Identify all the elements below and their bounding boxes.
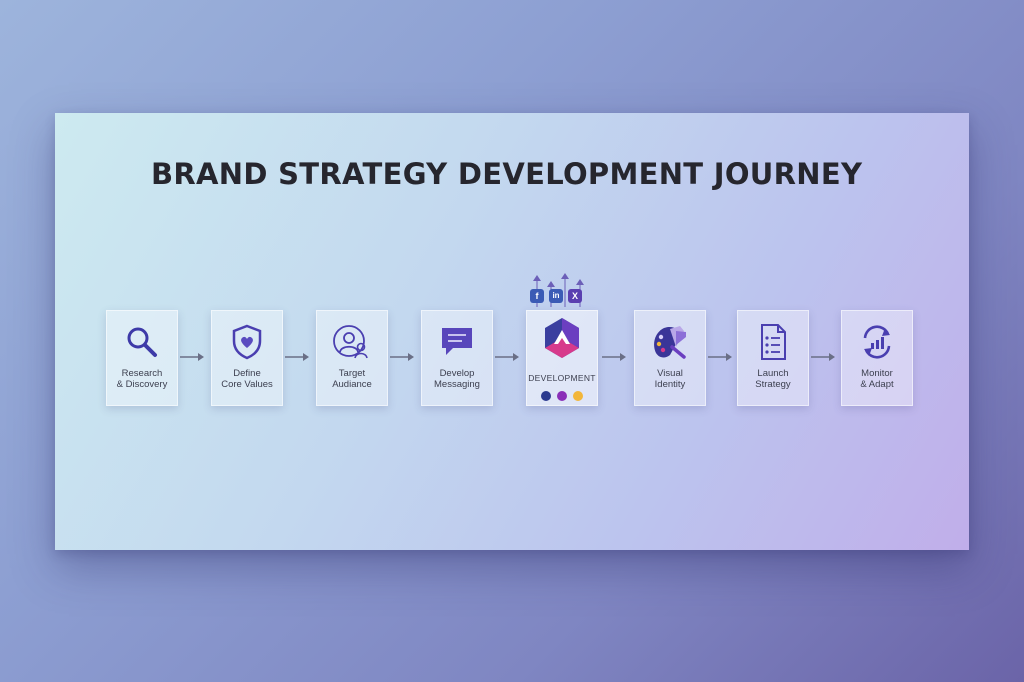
step-visual-identity: Visual Identity bbox=[634, 310, 706, 406]
step-label: Define Core Values bbox=[221, 368, 273, 390]
checklist-icon bbox=[738, 323, 808, 361]
step-launch-strategy: Launch Strategy bbox=[737, 310, 809, 406]
step-define-core-values: Define Core Values bbox=[211, 310, 283, 406]
arrow-right-icon bbox=[285, 353, 309, 361]
diagram-title: BRAND STRATEGY DEVELOPMENT JOURNEY bbox=[151, 157, 863, 191]
audience-icon bbox=[317, 323, 387, 361]
arrow-right-icon bbox=[180, 353, 204, 361]
step-label: Visual Identity bbox=[654, 368, 686, 390]
step-label: Develop Messaging bbox=[434, 368, 480, 390]
shield-heart-icon bbox=[212, 323, 282, 361]
arrow-right-icon bbox=[811, 353, 835, 361]
swatch-navy bbox=[541, 391, 551, 401]
facebook-icon: f bbox=[530, 289, 544, 303]
slide-canvas: BRAND STRATEGY DEVELOPMENT JOURNEY Resea… bbox=[55, 113, 969, 550]
palette-icon bbox=[635, 323, 705, 361]
magnifier-icon bbox=[107, 323, 177, 361]
swatch-purple bbox=[557, 391, 567, 401]
x-icon: X bbox=[568, 289, 582, 303]
up-arrow-icon bbox=[561, 273, 569, 307]
brand-logo-icon bbox=[527, 318, 597, 358]
step-develop-messaging: Develop Messaging bbox=[421, 310, 493, 406]
step-label: Launch Strategy bbox=[755, 368, 791, 390]
step-label: Research & Discovery bbox=[116, 368, 168, 390]
swatch-amber bbox=[573, 391, 583, 401]
step-target-audience: Target Audiance bbox=[316, 310, 388, 406]
arrow-right-icon bbox=[602, 353, 626, 361]
arrow-right-icon bbox=[708, 353, 732, 361]
step-monitor-adapt: Monitor & Adapt bbox=[841, 310, 913, 406]
arrow-right-icon bbox=[495, 353, 519, 361]
step-label: DEVELOPMENT bbox=[528, 373, 596, 383]
step-development: DEVELOPMENT bbox=[526, 310, 598, 406]
color-swatches bbox=[527, 391, 597, 401]
arrow-right-icon bbox=[390, 353, 414, 361]
chat-bubble-icon bbox=[422, 323, 492, 361]
step-label: Monitor & Adapt bbox=[860, 368, 894, 390]
refresh-chart-icon bbox=[842, 323, 912, 361]
linkedin-icon: in bbox=[549, 289, 563, 303]
step-research-discovery: Research & Discovery bbox=[106, 310, 178, 406]
step-label: Target Audiance bbox=[332, 368, 372, 390]
